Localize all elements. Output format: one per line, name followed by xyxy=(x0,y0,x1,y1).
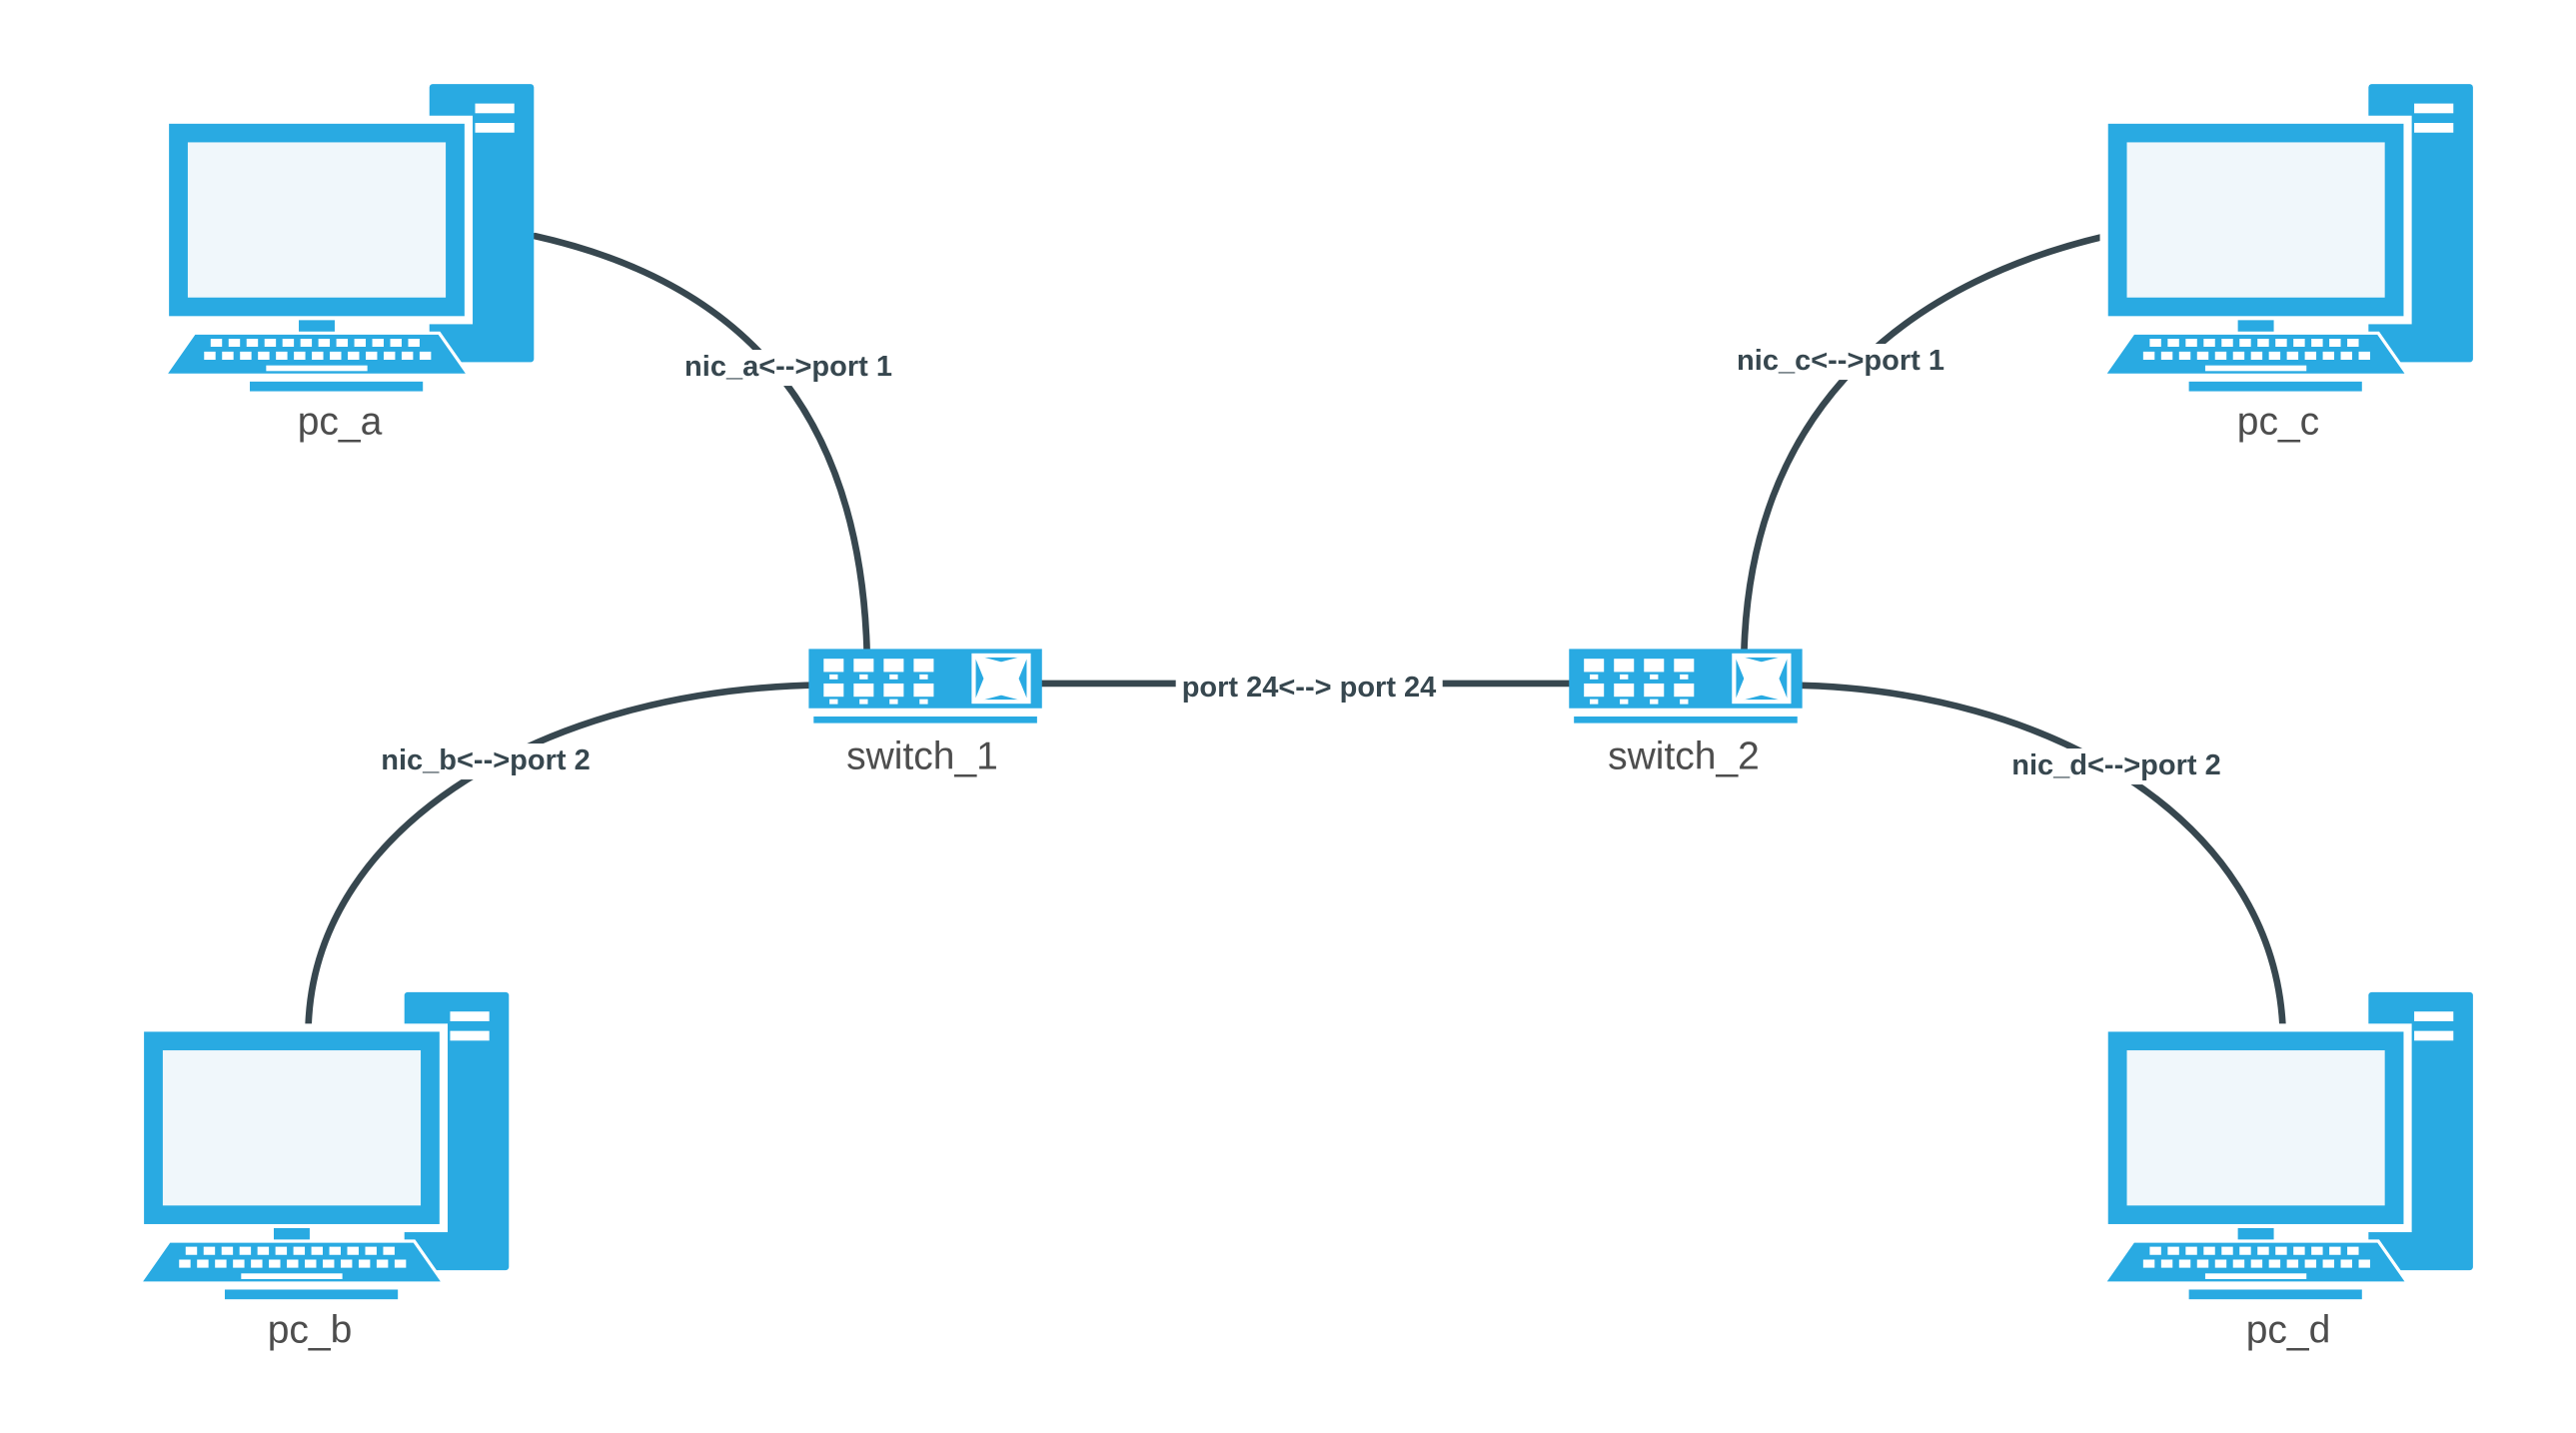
edges xyxy=(305,232,2286,1027)
node-switch_2[interactable] xyxy=(1569,649,1803,722)
node-pc_b[interactable] xyxy=(140,992,509,1299)
edge-label-nic_a-port1: nic_a<-->port 1 xyxy=(678,350,898,386)
edge-pc_c-switch_2 xyxy=(1741,232,2109,658)
node-label-pc_c: pc_c xyxy=(2236,400,2320,444)
node-switch_1[interactable] xyxy=(808,649,1042,722)
edge-label-nic_d-port2: nic_d<-->port 2 xyxy=(2005,748,2227,784)
node-pc_d[interactable] xyxy=(2104,992,2473,1299)
edge-label-nic_c-port1: nic_c<-->port 1 xyxy=(1731,344,1950,380)
edge-pc_d-switch_2 xyxy=(1786,682,2286,1027)
node-label-switch_1: switch_1 xyxy=(846,734,998,778)
node-label-pc_b: pc_b xyxy=(267,1308,353,1352)
edge-label-nic_b-port2: nic_b<-->port 2 xyxy=(375,743,597,779)
node-pc_a[interactable] xyxy=(165,84,534,391)
edge-pc_b-switch_1 xyxy=(305,682,824,1027)
node-label-pc_a: pc_a xyxy=(297,400,383,444)
node-label-switch_2: switch_2 xyxy=(1608,734,1760,778)
node-label-pc_d: pc_d xyxy=(2245,1308,2331,1352)
edge-label-port24-port24: port 24<--> port 24 xyxy=(1175,671,1443,707)
edge-pc_a-switch_1 xyxy=(532,232,871,658)
node-pc_c[interactable] xyxy=(2104,84,2473,391)
